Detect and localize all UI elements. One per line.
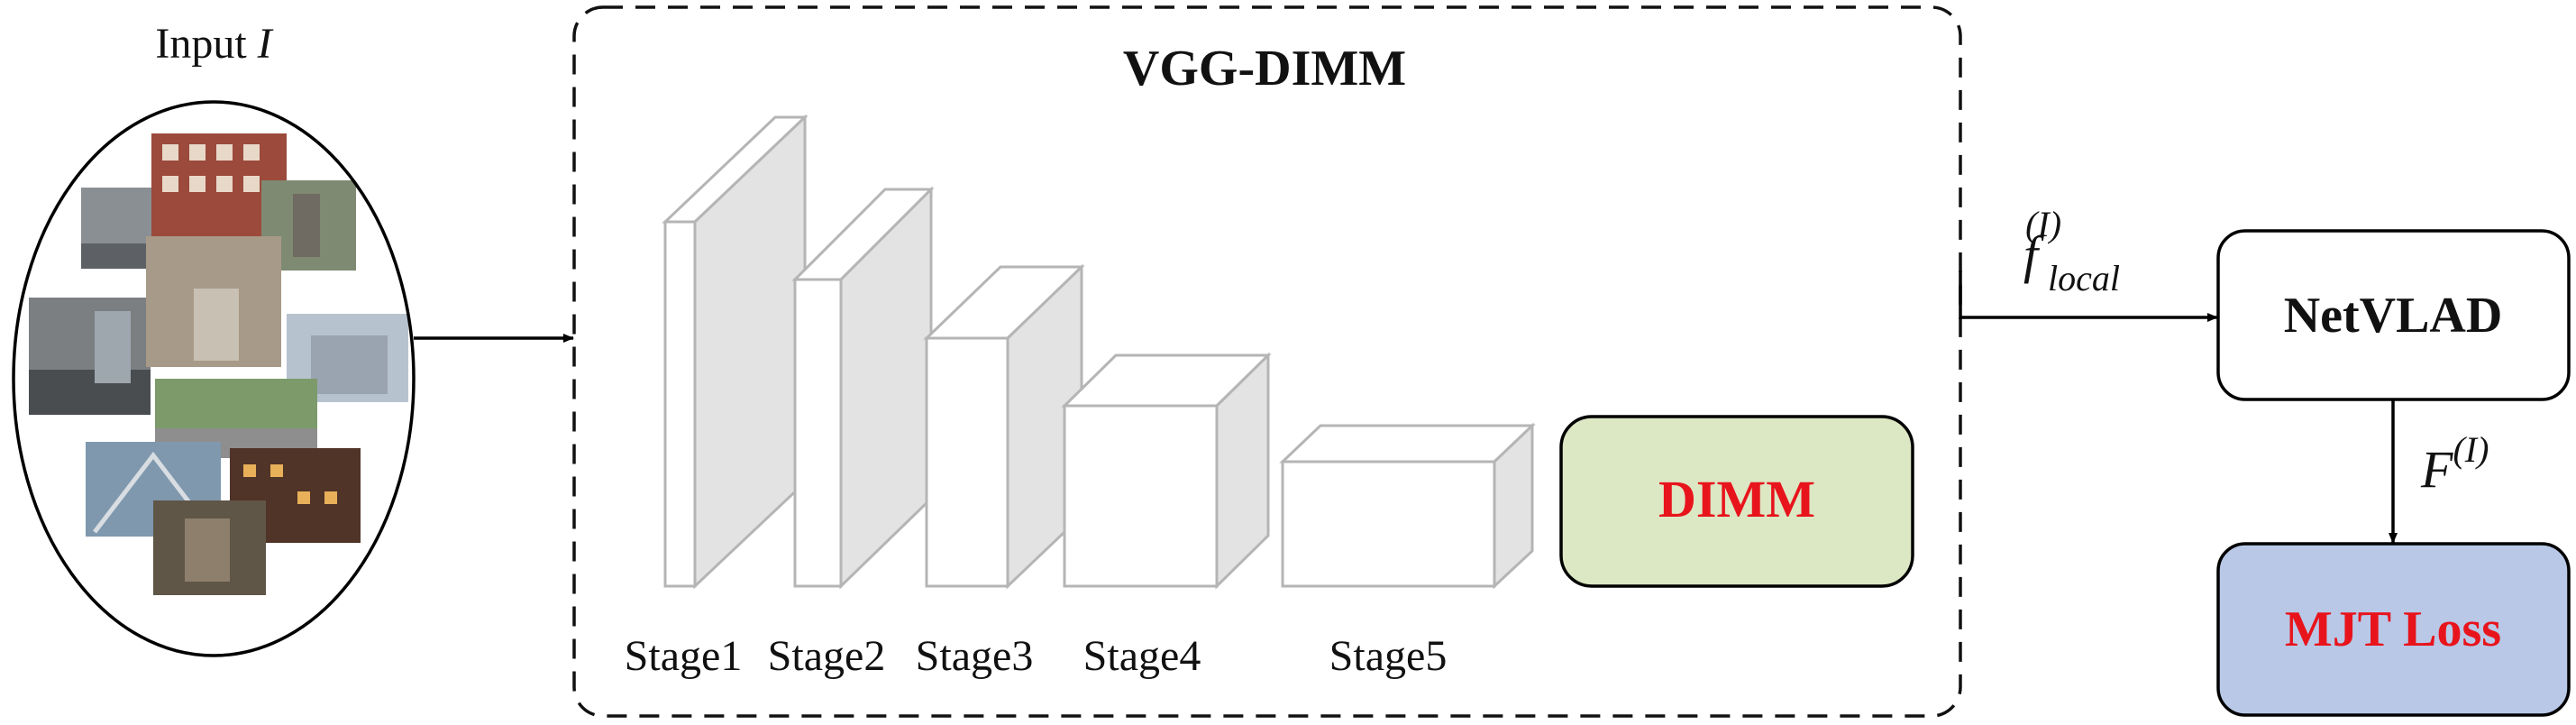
stage4-block [1061,352,1272,590]
input-image-collage [12,100,416,657]
stage5-label: Stage5 [1329,632,1448,680]
stage1-block [662,114,808,590]
mjt-loss-box [2216,542,2571,717]
stage3-label: Stage3 [916,632,1034,680]
input-label: Input I [155,20,273,68]
mjt-loss-label: MJT Loss [2285,601,2501,657]
stage1-label: Stage1 [625,632,743,680]
local-feature-label: f(I)local [2023,204,2120,298]
global-feature-label: F(I) [2420,429,2489,499]
dimm-label: DIMM [1658,470,1815,528]
vgg-dimm-title: VGG-DIMM [1123,41,1406,96]
stage3-block [923,263,1085,590]
stage-blocks [662,114,1536,590]
input-ellipse [12,100,416,657]
stage2-block [791,186,935,590]
stage4-label: Stage4 [1083,632,1201,680]
netvlad-label: NetVLAD [2284,288,2503,344]
dimm-box [1559,415,1914,588]
stage2-label: Stage2 [768,632,886,680]
stage5-block [1279,422,1536,590]
vgg-dimm-container [572,5,1962,718]
